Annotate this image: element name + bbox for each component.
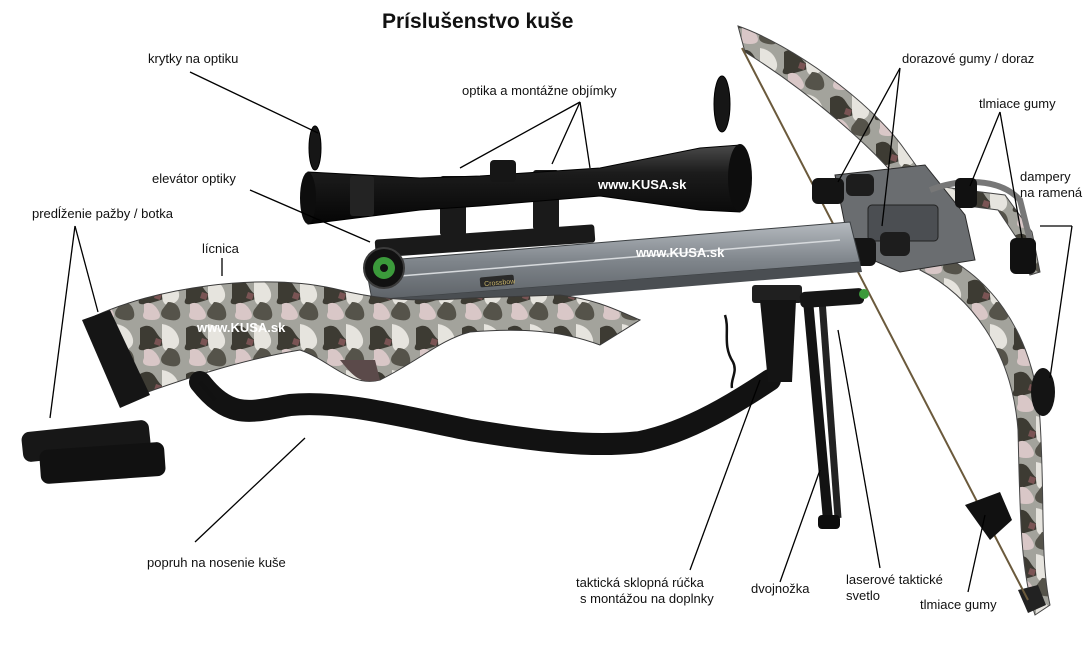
- scope-elevator: [363, 224, 596, 289]
- label-scope-mounts: optika a montážne objímky: [462, 83, 617, 98]
- label-bipod: dvojnožka: [751, 581, 810, 596]
- label-grip-line2: s montážou na doplnky: [580, 591, 714, 606]
- foregrip: [752, 285, 802, 382]
- label-string-dampers-bottom: tlmiace gumy: [920, 597, 997, 612]
- label-laser-line2: svetlo: [846, 588, 880, 603]
- label-cheek-rest: lícnica: [202, 241, 239, 256]
- butt-pad: [82, 310, 150, 408]
- bipod: [803, 299, 842, 529]
- label-limb-stops: dorazové gumy / doraz: [902, 51, 1035, 66]
- label-lens-caps: krytky na optiku: [148, 51, 239, 66]
- bottom-string-damper: [965, 492, 1012, 540]
- watermark-scope: www.KUSA.sk: [598, 177, 687, 192]
- brand-plate-text: Crossbow: [484, 278, 517, 288]
- butt-extension-pieces: [21, 420, 166, 484]
- scope: [300, 144, 752, 225]
- stock: [94, 281, 642, 403]
- label-sling: popruh na nosenie kuše: [147, 555, 286, 570]
- cable-dampers: [928, 178, 1055, 416]
- label-grip-line1: taktická sklopná rúčka: [576, 575, 704, 590]
- laser-light: [723, 288, 869, 389]
- watermark-rail: www.KUSA.sk: [636, 245, 725, 260]
- leader-lines: [49, 67, 1073, 593]
- watermark-stock: www.KUSA.sk: [197, 320, 286, 335]
- lower-limb: [919, 249, 1051, 616]
- lens-caps: [308, 75, 731, 171]
- label-string-dampers-top: tlmiace gumy: [979, 96, 1056, 111]
- label-limb-dampers-line2: na ramená: [1020, 185, 1083, 200]
- page-title: Príslušenstvo kuše: [382, 10, 574, 33]
- label-laser-line1: laserové taktické: [846, 572, 943, 587]
- sling: [189, 369, 781, 456]
- label-limb-dampers-line1: dampery: [1020, 169, 1071, 184]
- label-butt-extension: predĺženie pažby / botka: [32, 206, 173, 221]
- label-scope-elevator: elevátor optiky: [152, 171, 236, 186]
